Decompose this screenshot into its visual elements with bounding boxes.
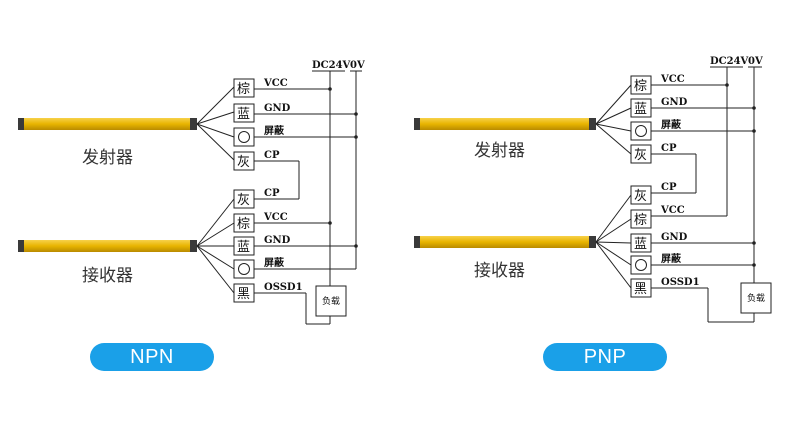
npn-e-pin-cp: CP: [264, 150, 280, 161]
pnp-r-pin-cp: CP: [661, 182, 677, 193]
npn-r-pin-gnd: GND: [264, 235, 291, 246]
npn-e-box-gray: 灰: [237, 155, 250, 170]
pnp-e-pin-vcc: VCC: [660, 74, 685, 85]
pnp-supply-label: DC24V: [710, 56, 749, 67]
pnp-receiver-bar: [416, 236, 594, 248]
npn-r-box-gray: 灰: [237, 193, 250, 208]
pnp-e-pin-shield: 屏蔽: [660, 118, 682, 131]
pnp-r-box-gray: 灰: [634, 189, 647, 204]
npn-r-shield-icon: [238, 263, 250, 275]
npn-r-box-brown: 棕: [237, 217, 250, 232]
npn-receiver-label: 接收器: [82, 266, 133, 286]
npn-e-pin-shield: 屏蔽: [263, 124, 285, 137]
npn-e-shield-icon: [238, 131, 250, 143]
npn-r-box-black: 黑: [237, 287, 250, 302]
npn-panel: 发射器 接收器 DC24V 0V 棕 蓝 灰 VCC GND 屏蔽: [18, 60, 365, 325]
pnp-e-pin-gnd: GND: [661, 97, 688, 108]
pnp-e-box-brown: 棕: [634, 79, 647, 94]
pnp-e-box-gray: 灰: [634, 148, 647, 163]
npn-e-pin-gnd: GND: [264, 103, 291, 114]
pnp-load-box: [740, 282, 772, 314]
pnp-r-pin-shield: 屏蔽: [660, 252, 682, 265]
pnp-receiver-label: 接收器: [474, 261, 525, 281]
npn-load-label: 负载: [322, 295, 340, 307]
npn-load-box: [315, 285, 347, 317]
pnp-r-box-blue: 蓝: [634, 237, 647, 252]
npn-e-box-blue: 蓝: [237, 107, 250, 122]
pnp-r-pin-gnd: GND: [661, 232, 688, 243]
npn-r-pin-vcc: VCC: [263, 212, 288, 223]
pnp-e-box-blue: 蓝: [634, 102, 647, 117]
pnp-emitter-bar: [416, 118, 594, 130]
npn-supply-label: DC24V: [312, 60, 351, 71]
pnp-r-box-brown: 棕: [634, 213, 647, 228]
npn-r-pin-ossd: OSSD1: [264, 282, 303, 293]
npn-ground-label: 0V: [350, 60, 365, 71]
npn-r-pin-cp: CP: [264, 188, 280, 199]
npn-e-pin-vcc: VCC: [263, 78, 288, 89]
pnp-r-pin-ossd: OSSD1: [661, 277, 700, 288]
npn-badge: NPN: [90, 343, 214, 371]
pnp-load-label: 负载: [747, 292, 765, 304]
npn-r-pin-shield: 屏蔽: [263, 256, 285, 269]
pnp-e-shield-icon: [635, 125, 647, 137]
npn-emitter-label: 发射器: [82, 148, 133, 168]
pnp-ground-label: 0V: [748, 56, 763, 67]
pnp-r-pin-vcc: VCC: [660, 205, 685, 216]
pnp-emitter-label: 发射器: [474, 141, 525, 161]
pnp-e-pin-cp: CP: [661, 143, 677, 154]
npn-r-box-blue: 蓝: [237, 240, 250, 255]
pnp-r-shield-icon: [635, 259, 647, 271]
pnp-panel: 发射器 接收器 DC24V 0V 棕 蓝 灰 VCC GND 屏蔽: [414, 56, 772, 323]
npn-e-box-brown: 棕: [237, 82, 250, 97]
npn-receiver-bar: [20, 240, 196, 252]
npn-emitter-bar: [20, 118, 196, 130]
pnp-r-box-black: 黑: [634, 282, 647, 297]
pnp-badge: PNP: [543, 343, 667, 371]
